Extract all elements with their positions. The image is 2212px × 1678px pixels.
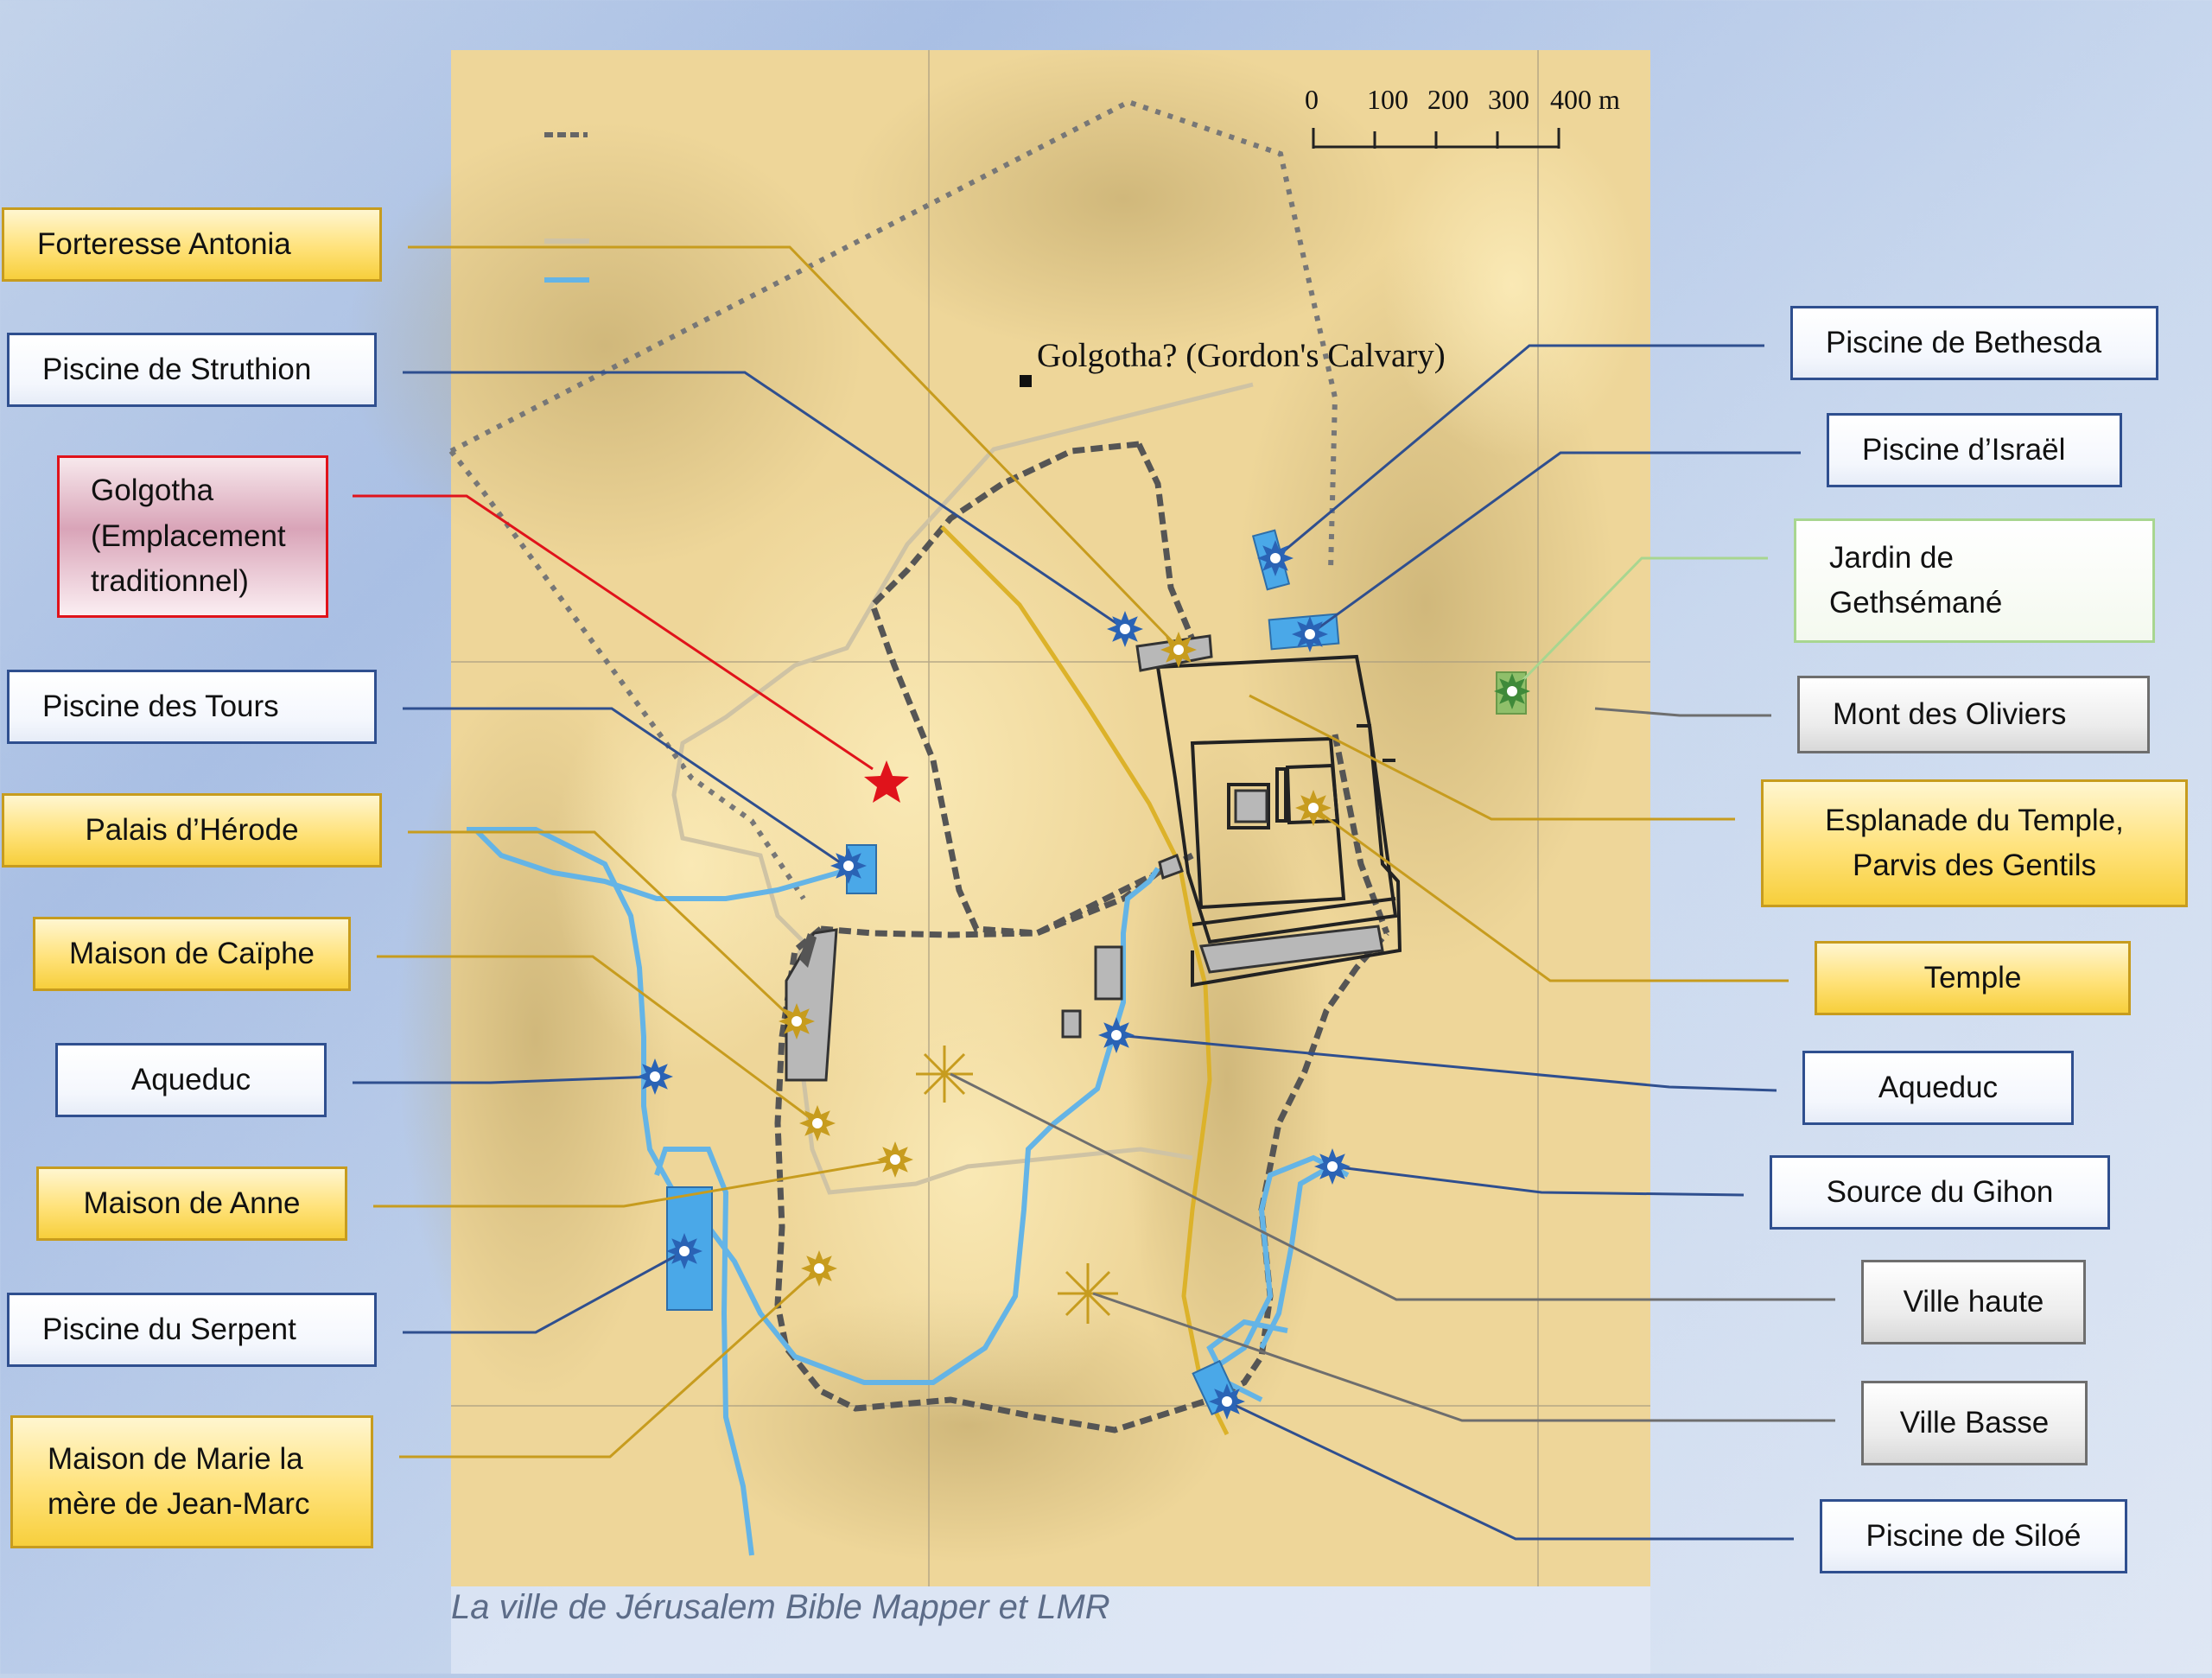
gordon-calvary-marker [1020, 375, 1032, 387]
label-maison-caiphe: Maison de Caïphe [33, 917, 351, 991]
scale-bar [1312, 128, 1560, 149]
leader-piscine-israel [1309, 451, 1801, 636]
label-piscine-bethesda: Piscine de Bethesda [1790, 306, 2158, 380]
herod-palace-tower [799, 933, 817, 968]
label-forteresse-antonia: Forteresse Antonia [2, 207, 382, 282]
marker-piscine-israel [1292, 616, 1328, 652]
temple-mount [1155, 654, 1402, 988]
leader-temple [1313, 806, 1789, 982]
leader-golgotha [353, 494, 874, 771]
leader-source-gihon [1332, 1165, 1745, 1197]
leader-aqueduc-right [1116, 1033, 1777, 1092]
leader-mont-oliviers [1594, 707, 1771, 717]
second-wall [868, 441, 1160, 937]
leader-piscine-siloe [1226, 1400, 1794, 1541]
label-golgotha: Golgotha (Emplacement traditionnel) [57, 455, 328, 618]
label-palais-herode: Palais d’Hérode [2, 793, 382, 868]
scale-tick-400: 400 m [1550, 84, 1620, 115]
third-wall [449, 99, 1338, 571]
marker-palais-herode [779, 1003, 815, 1039]
old-city-outline [671, 382, 1254, 1195]
leader-ville-basse [1092, 1292, 1835, 1422]
label-ville-haute: Ville haute [1861, 1260, 2086, 1344]
east-wall [1332, 734, 1390, 935]
leader-maison-caiphe [377, 955, 818, 1125]
leader-lines [353, 245, 1835, 1541]
scale-tick-0: 0 [1305, 84, 1319, 115]
marker-maison-anne [877, 1141, 913, 1178]
leader-maison-anne [373, 1158, 896, 1208]
map-caption-strip [451, 1586, 1650, 1674]
map-caption: La ville de Jérusalem Bible Mapper et LM… [451, 1588, 1110, 1626]
scale-tick-100: 100 [1367, 84, 1408, 115]
label-aqueduc-left: Aqueduc [55, 1043, 327, 1117]
first-wall [820, 852, 1194, 938]
label-ville-basse: Ville Basse [1861, 1381, 2088, 1465]
golgotha-gordon-label: Golgotha? (Gordon's Calvary) [1037, 337, 1446, 374]
label-maison-anne: Maison de Anne [36, 1166, 347, 1241]
marker-temple [1295, 790, 1332, 826]
label-maison-marie: Maison de Marie la mère de Jean-Marc [10, 1415, 373, 1548]
leader-jardin-gethsemane [1510, 556, 1768, 693]
label-piscine-siloe: Piscine de Siloé [1820, 1499, 2127, 1573]
herod-palace [785, 928, 838, 1082]
leader-aqueduc-left [353, 1075, 656, 1084]
west-dotted-wall [448, 449, 806, 900]
marker-piscine-tours [830, 848, 867, 884]
marker-aqueduc-left [637, 1058, 673, 1095]
leader-ville-haute [950, 1072, 1835, 1301]
scale-tick-200: 200 [1427, 84, 1469, 115]
leader-piscine-tours [403, 707, 846, 868]
leader-piscine-struthion [403, 371, 1126, 631]
marker-piscine-struthion [1107, 611, 1143, 647]
scale-tick-300: 300 [1488, 84, 1529, 115]
ville-haute-marker [916, 1046, 973, 1103]
label-source-gihon: Source du Gihon [1770, 1155, 2110, 1230]
leader-esplanade-temple [1249, 694, 1735, 821]
label-temple: Temple [1815, 941, 2131, 1015]
place-markers [637, 540, 1530, 1420]
golgotha-star [864, 760, 909, 803]
map-legend [544, 132, 589, 283]
marker-aqueduc-right [1098, 1017, 1135, 1053]
leader-piscine-bethesda [1274, 344, 1764, 560]
label-mont-oliviers: Mont des Oliviers [1797, 676, 2150, 753]
marker-source-gihon [1314, 1148, 1351, 1185]
second-wall-east [1135, 442, 1196, 641]
marker-piscine-bethesda [1257, 540, 1294, 576]
leader-forteresse-antonia [408, 245, 1180, 650]
leader-piscine-serpent [403, 1249, 685, 1334]
label-piscine-struthion: Piscine de Struthion [7, 333, 377, 407]
marker-forteresse-antonia [1160, 632, 1197, 668]
marker-piscine-serpent [666, 1233, 702, 1269]
label-piscine-tours: Piscine des Tours [7, 670, 377, 744]
ville-basse-marker [1058, 1263, 1118, 1324]
marker-maison-caiphe [799, 1105, 836, 1141]
southern-wall [774, 926, 1389, 1433]
label-jardin-gethsemane: Jardin de Gethsémané [1794, 518, 2155, 643]
label-piscine-serpent: Piscine du Serpent [7, 1293, 377, 1367]
leader-maison-marie [399, 1267, 821, 1459]
label-piscine-israel: Piscine d’Israël [1827, 413, 2122, 487]
tyropoeon-valley [940, 525, 1230, 1436]
label-esplanade-temple: Esplanade du Temple, Parvis des Gentils [1761, 779, 2188, 907]
marker-piscine-siloe [1209, 1383, 1245, 1420]
marker-jardin-gethsemane [1494, 673, 1530, 709]
label-aqueduc-right: Aqueduc [1802, 1051, 2074, 1125]
marker-maison-marie [801, 1250, 837, 1287]
leader-palais-herode [408, 830, 797, 1023]
